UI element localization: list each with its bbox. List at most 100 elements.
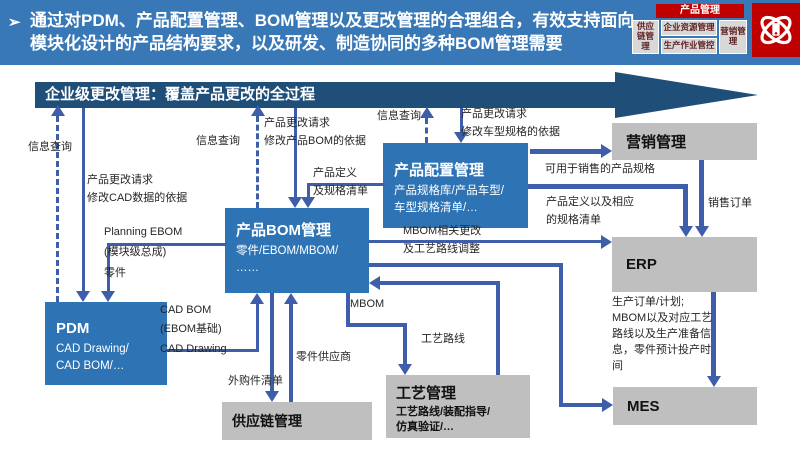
- arrowhead-up-icon: [250, 293, 264, 304]
- line-change-request-to-bom: [294, 108, 297, 197]
- banner-text: 通过对PDM、产品配置管理、BOM管理以及更改管理的合理组合，有效支持面向模块化…: [30, 11, 635, 53]
- line-supply-chain-to-bom: [289, 304, 293, 402]
- line-change-request-to-config: [460, 108, 463, 132]
- line-config-info-query: [425, 118, 428, 143]
- line-config-to-erp-v: [683, 184, 688, 226]
- line-bom-to-supply-chain: [270, 293, 274, 391]
- box-mes: MES: [613, 387, 757, 425]
- arrowhead-down-icon: [707, 376, 721, 387]
- box-process-mgmt-subtitle: 工艺路线/装配指导/ 仿真验证/…: [396, 406, 491, 433]
- box-product-config: 产品配置管理 产品规格库/产品车型/ 车型规格清单/…: [383, 143, 528, 228]
- label-mbom-changes: MBOM相关更改 及工艺路线调整: [403, 225, 482, 255]
- label-change-request-bom: 产品更改请求 修改产品BOM的依据: [264, 117, 367, 147]
- box-process-mgmt: 工艺管理 工艺路线/装配指导/ 仿真验证/…: [386, 375, 530, 438]
- label-mbom: MBOM: [350, 298, 385, 310]
- box-pdm: PDM CAD Drawing/ CAD BOM/…: [45, 302, 167, 385]
- box-product-bom: 产品BOM管理 零件/EBOM/MBOM/ ……: [225, 208, 369, 293]
- company-logo: [752, 3, 800, 57]
- line-bom-to-mes-h2: [559, 403, 602, 407]
- line-erp-to-mes: [711, 292, 716, 376]
- line-bom-to-process-v1: [346, 293, 350, 326]
- label-sellable-spec: 可用于销售的产品规格: [545, 163, 655, 175]
- line-config-to-erp-h: [528, 184, 688, 189]
- label-info-query: 信息查询: [377, 110, 421, 122]
- box-erp: ERP: [612, 237, 757, 292]
- arrowhead-up-icon: [284, 293, 298, 304]
- label-purchased-parts: 外购件清单: [228, 375, 283, 387]
- line-bom-to-pdm-h: [107, 243, 227, 246]
- line-bom-to-process-v2: [403, 323, 407, 364]
- minimap-supply-chain: 供应链管理: [632, 20, 659, 54]
- arrowhead-down-icon: [679, 226, 693, 237]
- arrowhead-up-icon: [51, 105, 65, 116]
- box-erp-title: ERP: [626, 256, 657, 273]
- arrowhead-right-icon: [602, 398, 613, 412]
- box-marketing-title: 营销管理: [626, 134, 687, 151]
- arrowhead-down-icon: [76, 291, 90, 302]
- line-bom-to-erp: [369, 240, 601, 243]
- box-process-mgmt-title: 工艺管理: [396, 385, 457, 402]
- line-bom-to-mes-v: [559, 263, 563, 406]
- label-info-query: 信息查询: [28, 141, 72, 153]
- box-product-config-title: 产品配置管理: [394, 162, 485, 179]
- arrowhead-up-icon: [420, 107, 434, 118]
- arrowhead-up-icon: [251, 105, 265, 116]
- line-pdm-to-bom-v: [256, 304, 259, 352]
- arrowhead-down-icon: [454, 132, 468, 143]
- label-part-supplier: 零件供应商: [296, 351, 351, 363]
- line-marketing-to-erp: [699, 160, 704, 226]
- line-bom-to-mes-h1: [369, 263, 562, 267]
- arrowhead-down-icon: [101, 291, 115, 302]
- label-product-def-spec: 产品定义以及相应 的规格清单: [546, 196, 634, 226]
- label-change-request-spec: 产品更改请求 修改车型规格的依据: [461, 108, 560, 138]
- arrowhead-down-icon: [301, 197, 315, 208]
- arrowhead-right-icon: [601, 235, 612, 249]
- process-title-banner: 企业级更改管理：覆盖产品更改的全过程: [35, 82, 615, 108]
- box-pdm-subtitle: CAD Drawing/ CAD BOM/…: [56, 342, 129, 372]
- label-change-request-cad: 产品更改请求 修改CAD数据的依据: [87, 174, 188, 204]
- line-config-to-bom-h: [307, 183, 385, 186]
- arrowhead-right-icon: [601, 144, 612, 158]
- process-title-arrowhead-icon: [615, 72, 758, 118]
- line-process-to-bom-v: [496, 283, 500, 375]
- arrowhead-down-icon: [695, 226, 709, 237]
- product-mgmt-minimap: 产品管理 供应链管理 企业资源管理 生产作业管控 营销管理: [632, 4, 749, 54]
- minimap-erm: 企业资源管理: [661, 20, 717, 36]
- label-sales-order: 销售订单: [708, 197, 752, 209]
- line-bom-to-process-h: [346, 323, 407, 327]
- minimap-center-column: 企业资源管理 生产作业管控: [661, 20, 717, 54]
- minimap-header: 产品管理: [656, 4, 744, 18]
- line-process-to-bom-h: [380, 281, 500, 285]
- line-pdm-to-bom-h: [167, 349, 259, 352]
- box-supply-chain-title: 供应链管理: [232, 413, 302, 429]
- box-product-bom-subtitle: 零件/EBOM/MBOM/ ……: [236, 244, 339, 274]
- label-planning-ebom: Planning EBOM (模块级总成) 零件: [104, 226, 183, 279]
- box-supply-chain: 供应链管理: [222, 402, 372, 440]
- arrowhead-down-icon: [265, 391, 279, 402]
- minimap-row: 供应链管理 企业资源管理 生产作业管控 营销管理: [632, 20, 749, 54]
- box-mes-title: MES: [627, 397, 660, 415]
- label-erp-to-mes-info: MBOM以及对应工艺路线以及生产准备信息，零件预计投产时间: [612, 312, 713, 372]
- line-bom-info-query: [256, 116, 259, 208]
- label-cad-bom: CAD BOM (EBOM基础) CAD Drawing: [160, 304, 227, 355]
- arrowhead-down-icon: [398, 364, 412, 375]
- minimap-marketing: 营销管理: [719, 20, 747, 54]
- minimap-production-control: 生产作业管控: [661, 38, 717, 54]
- box-product-bom-title: 产品BOM管理: [236, 222, 331, 239]
- line-config-to-marketing: [530, 149, 601, 154]
- atom-icon: [760, 15, 792, 45]
- box-marketing: 营销管理: [612, 123, 757, 160]
- line-change-request-to-pdm: [82, 108, 85, 291]
- label-production-order-plan: 生产订单/计划;: [612, 296, 685, 308]
- arrowhead-down-icon: [288, 197, 302, 208]
- box-pdm-title: PDM: [56, 320, 90, 337]
- label-info-query: 信息查询: [196, 135, 240, 147]
- line-pdm-info-query: [56, 116, 59, 302]
- bullet-arrow-icon: ➢: [8, 14, 21, 31]
- label-process-route: 工艺路线: [421, 333, 465, 345]
- label-product-definition: 产品定义 及规格清单: [313, 167, 368, 197]
- box-product-config-subtitle: 产品规格库/产品车型/ 车型规格清单/…: [394, 184, 504, 214]
- arrowhead-left-icon: [369, 276, 380, 290]
- line-bom-to-pdm-v: [107, 243, 110, 291]
